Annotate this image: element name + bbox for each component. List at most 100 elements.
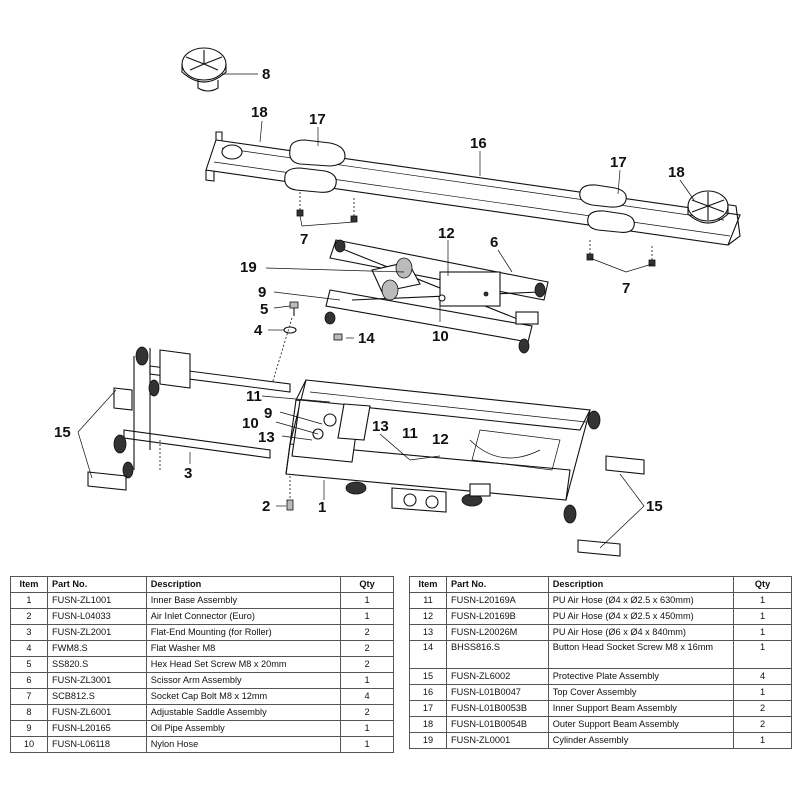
cell-qty: 1	[340, 672, 394, 689]
header-description: Description	[145, 576, 342, 593]
header-item: Item	[409, 576, 447, 593]
callout-17: 17	[610, 154, 627, 171]
cell-qty: 1	[733, 684, 792, 701]
cell-part-no: FUSN-L06118	[46, 736, 147, 753]
header-qty: Qty	[340, 576, 394, 593]
cell-description: Flat Washer M8	[145, 640, 342, 657]
cell-item: 5	[10, 656, 48, 673]
cell-item: 13	[409, 624, 447, 641]
cell-part-no: SCB812.S	[46, 688, 147, 705]
cell-description: Top Cover Assembly	[547, 684, 735, 701]
cell-part-no: FUSN-L20169B	[445, 608, 549, 625]
cell-qty: 1	[733, 608, 792, 625]
exploded-parts-diagram: 8 18 17 16 17 18 7 7 12 6 19 9 5 4 14 10…	[54, 47, 741, 557]
cell-description: Inner Base Assembly	[145, 592, 342, 609]
inner-base-assembly	[285, 379, 591, 513]
header-part-no: Part No.	[445, 576, 549, 593]
callout-9: 9	[258, 284, 266, 301]
cell-qty: 4	[733, 668, 792, 685]
cell-item: 6	[10, 672, 48, 689]
callout-15: 15	[54, 424, 71, 441]
cell-item: 3	[10, 624, 48, 641]
cell-part-no: FUSN-L20165	[46, 720, 147, 737]
cell-item: 1	[10, 592, 48, 609]
cell-part-no: FUSN-ZL6001	[46, 704, 147, 721]
cell-item: 14	[409, 640, 447, 669]
cell-qty: 1	[340, 592, 394, 609]
cell-item: 10	[10, 736, 48, 753]
cell-qty: 1	[340, 720, 394, 737]
callout-4: 4	[254, 322, 263, 339]
cell-qty: 1	[733, 732, 792, 749]
cell-qty: 1	[340, 608, 394, 625]
callout-3: 3	[184, 465, 192, 482]
cell-description: Scissor Arm Assembly	[145, 672, 342, 689]
header-item: Item	[10, 576, 48, 593]
cell-description: PU Air Hose (Ø6 x Ø4 x 840mm)	[547, 624, 735, 641]
callout-13: 13	[372, 418, 389, 435]
table-header-row: Item Part No. Description Qty	[10, 576, 394, 593]
screw-and-washer	[271, 301, 343, 385]
cell-description: Flat-End Mounting (for Roller)	[145, 624, 342, 641]
cell-description: Inner Support Beam Assembly	[547, 700, 735, 717]
flat-end-mounting	[123, 348, 291, 470]
table-header-row: Item Part No. Description Qty	[409, 576, 792, 593]
callout-16: 16	[470, 135, 487, 152]
cell-item: 19	[409, 732, 447, 749]
cell-part-no: FUSN-L04033	[46, 608, 147, 625]
callout-7: 7	[622, 280, 630, 297]
cell-item: 8	[10, 704, 48, 721]
cell-description: PU Air Hose (Ø4 x Ø2.5 x 450mm)	[547, 608, 735, 625]
cell-item: 12	[409, 608, 447, 625]
cell-qty: 2	[340, 624, 394, 641]
cell-part-no: FUSN-L01B0054B	[445, 716, 549, 733]
cell-qty: 1	[733, 592, 792, 609]
cell-item: 4	[10, 640, 48, 657]
cell-description: Oil Pipe Assembly	[145, 720, 342, 737]
callout-15: 15	[646, 498, 663, 515]
cell-part-no: FUSN-ZL6002	[445, 668, 549, 685]
cell-qty: 1	[733, 624, 792, 641]
cell-qty: 2	[733, 700, 792, 717]
callout-10: 10	[432, 328, 449, 345]
cell-description: Nylon Hose	[145, 736, 342, 753]
header-part-no: Part No.	[46, 576, 147, 593]
callout-8: 8	[262, 66, 270, 83]
cell-item: 18	[409, 716, 447, 733]
callout-18: 18	[668, 164, 685, 181]
cell-item: 9	[10, 720, 48, 737]
callout-11: 11	[246, 388, 262, 405]
callout-6: 6	[490, 234, 498, 251]
cell-description: Air Inlet Connector (Euro)	[145, 608, 342, 625]
callout-14: 14	[358, 330, 375, 347]
cell-part-no: SS820.S	[46, 656, 147, 673]
callout-7: 7	[300, 231, 308, 248]
callout-5: 5	[260, 301, 268, 318]
cell-part-no: FUSN-ZL1001	[46, 592, 147, 609]
cell-description: Socket Cap Bolt M8 x 12mm	[145, 688, 342, 705]
cell-description: Protective Plate Assembly	[547, 668, 735, 685]
callout-19: 19	[240, 259, 257, 276]
scissor-arm-assembly	[324, 239, 549, 354]
cell-description: Hex Head Set Screw M8 x 20mm	[145, 656, 342, 673]
cell-qty: 4	[340, 688, 394, 705]
cell-qty: 1	[340, 736, 394, 753]
callout-2: 2	[262, 498, 270, 515]
callout-12: 12	[432, 431, 449, 448]
callout-1: 1	[318, 499, 326, 516]
adjustable-saddle-left	[181, 47, 227, 92]
